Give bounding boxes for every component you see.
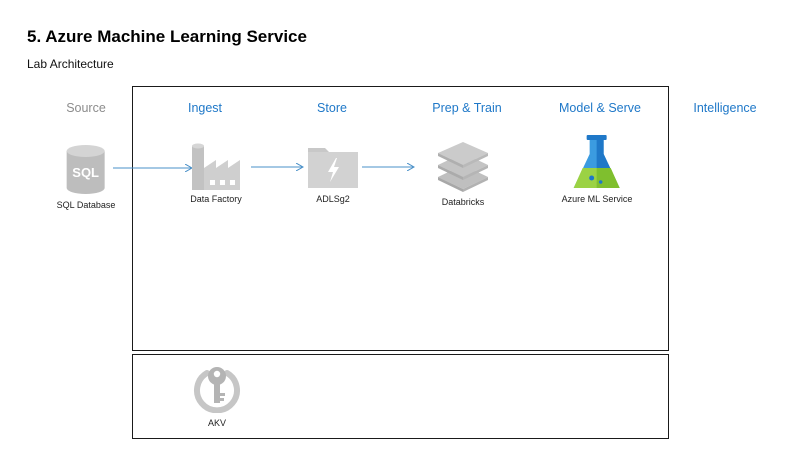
sql-icon-text: SQL: [73, 165, 100, 180]
node-label-data-factory: Data Factory: [190, 194, 242, 204]
column-header-model-serve: Model & Serve: [559, 101, 641, 115]
stacked-layers-icon: [438, 142, 488, 192]
key-vault-icon: [194, 367, 240, 413]
column-header-source: Source: [66, 101, 106, 115]
folder-lightning-icon: [308, 148, 358, 188]
factory-icon: [192, 143, 240, 190]
flask-icon: [573, 135, 620, 188]
sql-database-icon: SQL: [66, 145, 105, 194]
node-sql-database[interactable]: SQL SQL Database: [56, 144, 116, 210]
column-header-intelligence: Intelligence: [693, 101, 757, 115]
node-label-akv: AKV: [207, 418, 226, 428]
security-container: [132, 354, 669, 439]
page-title: 5. Azure Machine Learning Service: [27, 27, 307, 46]
page-subtitle: Lab Architecture: [27, 57, 114, 71]
node-label-azure-ml: Azure ML Service: [561, 194, 633, 204]
node-label-databricks: Databricks: [441, 197, 485, 207]
pipeline-container: [132, 86, 669, 351]
node-adlsg2[interactable]: ADLSg2: [307, 146, 359, 204]
node-data-factory[interactable]: Data Factory: [190, 142, 242, 204]
node-databricks[interactable]: Databricks: [436, 141, 490, 207]
column-header-prep-train: Prep & Train: [432, 101, 502, 115]
column-header-store: Store: [317, 101, 347, 115]
node-akv[interactable]: AKV: [193, 363, 241, 428]
column-header-ingest: Ingest: [187, 101, 223, 115]
node-azure-ml[interactable]: Azure ML Service: [561, 134, 633, 204]
node-label-adlsg2: ADLSg2: [316, 194, 350, 204]
node-label-sql-database: SQL Database: [56, 200, 116, 210]
